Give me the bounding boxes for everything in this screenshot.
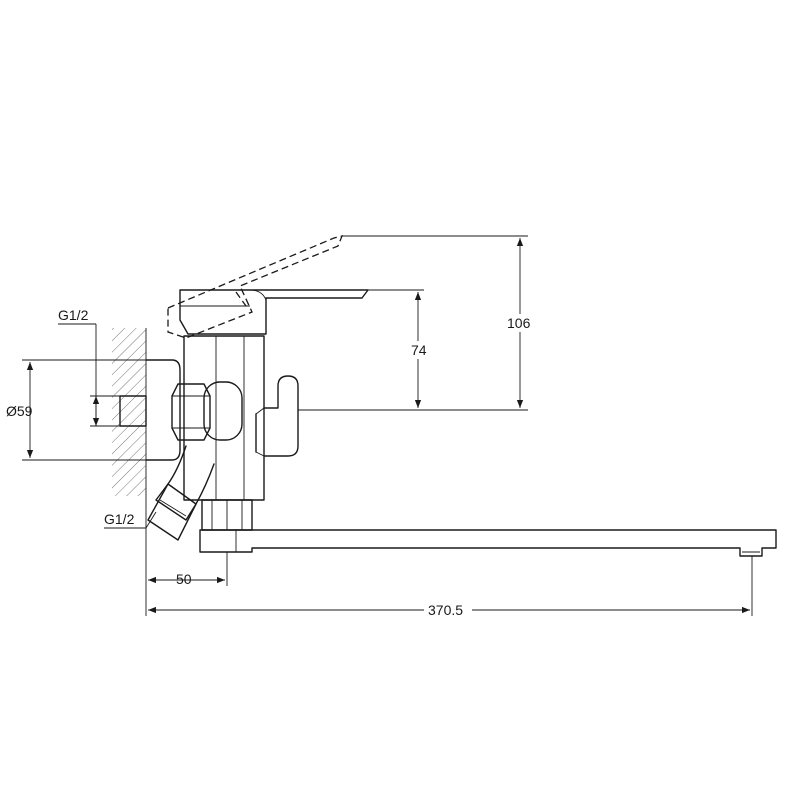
- label-thread-top: G1/2: [58, 307, 89, 323]
- wall-flange: [119, 359, 181, 461]
- dim-handle-raised-height: [342, 235, 528, 408]
- dim-diameter: [22, 359, 146, 461]
- diverter-knob: [255, 375, 299, 457]
- label-handle-height: 74: [411, 342, 427, 358]
- spout: [199, 529, 777, 557]
- spout-connector: [201, 499, 253, 531]
- label-handle-raised-height: 106: [507, 315, 531, 331]
- valve-body: [183, 335, 265, 501]
- shower-outlet: [147, 445, 215, 541]
- wall-section: [112, 328, 147, 496]
- label-total-length-bg: [424, 602, 472, 618]
- label-thread-bottom: G1/2: [104, 511, 135, 527]
- label-diameter: Ø59: [6, 403, 33, 419]
- label-total-length-fg: 370.5: [428, 602, 463, 618]
- dim-offset: [145, 496, 228, 616]
- dim-thread-bottom: [104, 511, 157, 529]
- label-offset: 50: [176, 571, 192, 587]
- lever-handle: [179, 289, 369, 335]
- label-handle-height-bg: [408, 341, 432, 359]
- label-handle-raised-bg: [504, 314, 536, 332]
- dim-thread-top: [58, 323, 120, 427]
- lever-handle-raised: [167, 235, 344, 339]
